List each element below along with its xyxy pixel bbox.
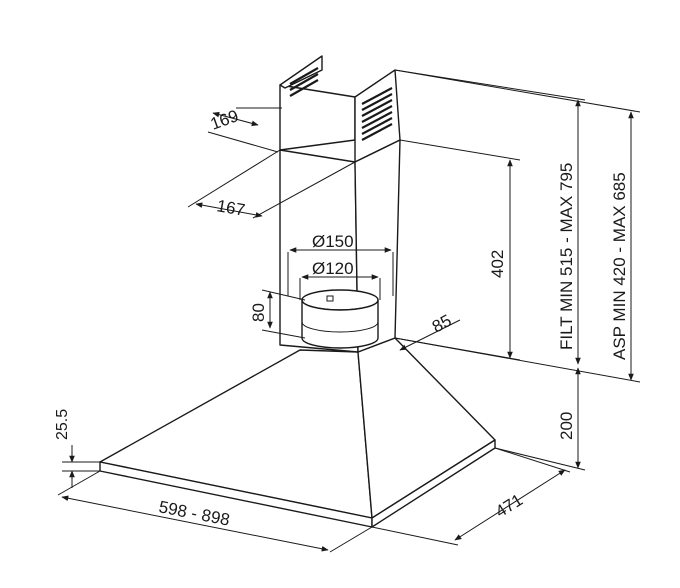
label-outlet-inner: Ø120 <box>312 259 354 278</box>
label-outlet-height: 80 <box>249 303 268 322</box>
label-width-range: 598 - 898 <box>157 497 231 529</box>
label-edge-thickness: 25.5 <box>54 409 71 440</box>
dimension-lines <box>57 69 641 553</box>
label-hood-depth: 471 <box>492 490 526 521</box>
label-outlet-outer: Ø150 <box>312 232 354 251</box>
chimney <box>279 55 401 353</box>
vent-grille <box>289 67 393 141</box>
label-hood-height: 200 <box>557 412 576 440</box>
hood-body <box>99 337 496 528</box>
label-chimney-width: 167 <box>215 196 246 220</box>
outlet-collar <box>301 289 379 349</box>
label-chimney-lower: 402 <box>488 250 507 278</box>
label-offset: 85 <box>429 311 455 337</box>
label-chimney-depth: 169 <box>208 106 241 134</box>
label-asp-range: ASP MIN 420 - MAX 685 <box>610 172 629 360</box>
label-filt-range: FILT MIN 515 - MAX 795 <box>557 163 576 350</box>
